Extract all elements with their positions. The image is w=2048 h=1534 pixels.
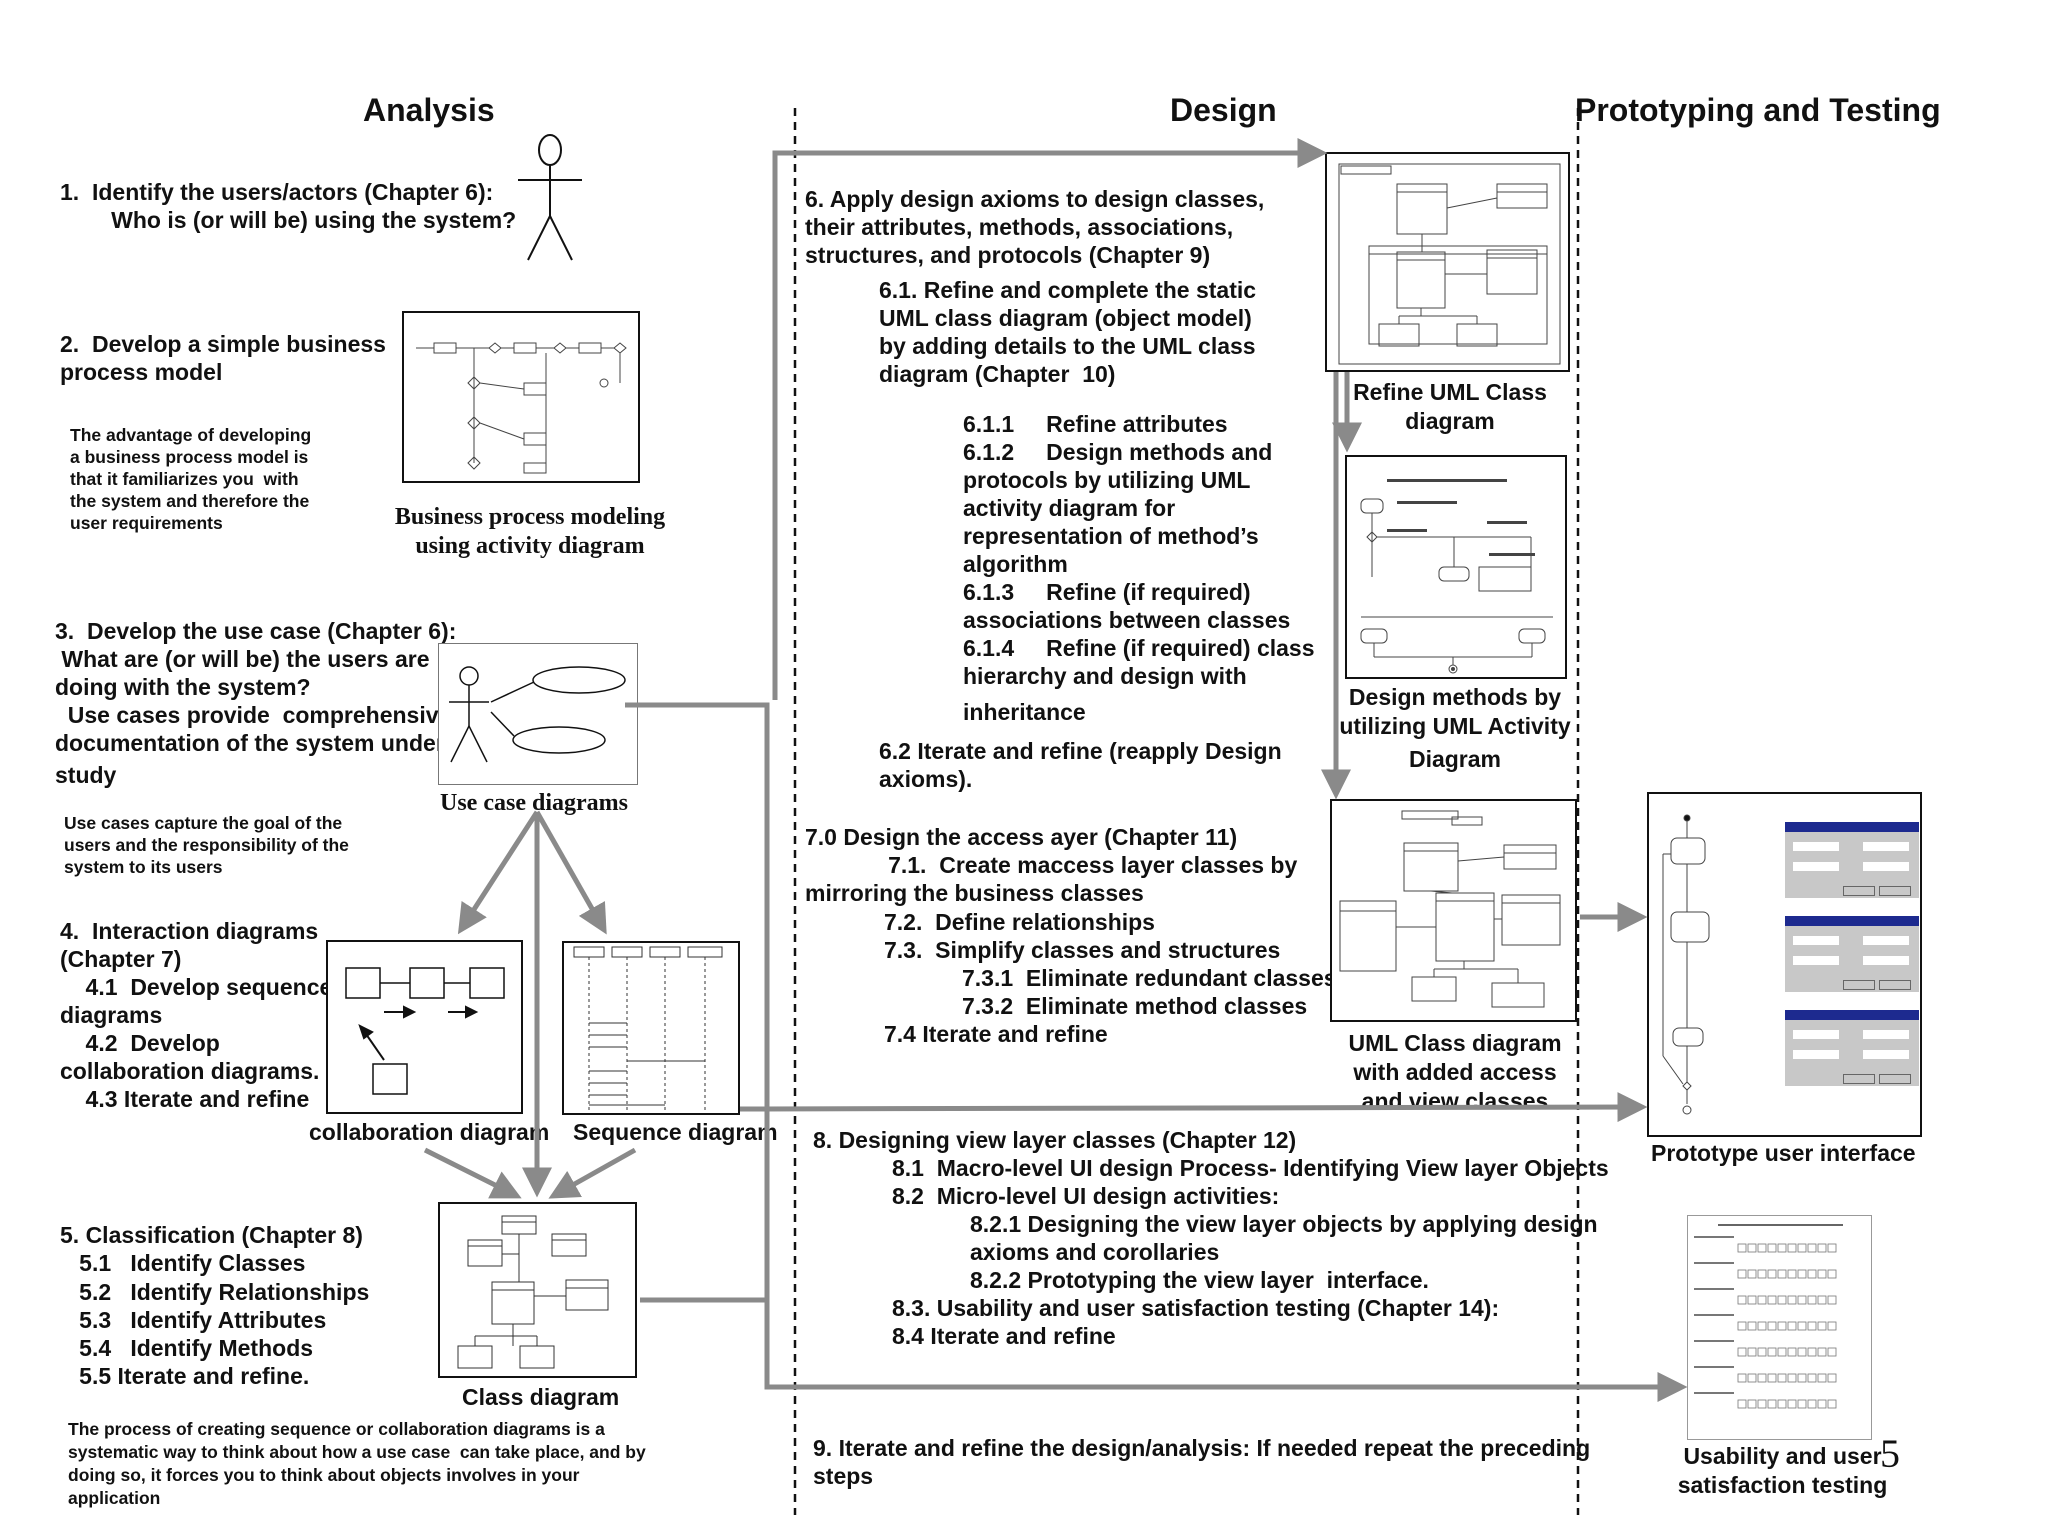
step8-items: 8.1 Macro-level UI design Process- Ident… bbox=[892, 1155, 1609, 1209]
step6-1-text: 6.1. Refine and complete the static UML … bbox=[879, 277, 1257, 387]
step9-text: 9. Iterate and refine the design/analysi… bbox=[813, 1435, 1591, 1489]
business-process-diagram bbox=[402, 311, 640, 483]
step8-2-subitems: 8.2.1 Designing the view layer objects b… bbox=[970, 1211, 1598, 1293]
step2-text: 2. Develop a simple business process mod… bbox=[60, 331, 386, 385]
methods-caption-line2: Diagram bbox=[1408, 746, 1502, 772]
usability-questionnaire-figure bbox=[1687, 1215, 1872, 1440]
step7-items: 7.2. Define relationships 7.3. Simplify … bbox=[884, 909, 1281, 963]
access-view-caption: UML Class diagram with added access and … bbox=[1348, 1030, 1562, 1114]
use-case-caption: Use case diagrams bbox=[440, 790, 628, 816]
step6-2-text: 6.2 Iterate and refine (reapply Design a… bbox=[879, 738, 1282, 792]
arrow-sequence-class bbox=[548, 1147, 637, 1199]
step1-text: 1. Identify the users/actors (Chapter 6)… bbox=[60, 179, 517, 233]
business-process-caption: Business process modeling using activity… bbox=[394, 504, 666, 559]
step3-note: Use cases capture the goal of the users … bbox=[64, 813, 349, 877]
refine-uml-caption: Refine UML Class diagram bbox=[1353, 379, 1547, 434]
step7-heading: 7.0 Design the access ayer (Chapter 11) … bbox=[805, 824, 1298, 906]
refine-uml-class-figure bbox=[1325, 152, 1570, 372]
step3-line-3: doing with the system? bbox=[55, 674, 311, 700]
arrow-collab-class bbox=[423, 1147, 522, 1199]
step6-1-subitems: 6.1.1 Refine attributes 6.1.2 Design met… bbox=[963, 411, 1315, 689]
step3-line-2: What are (or will be) the users are bbox=[55, 646, 430, 672]
closing-note: The process of creating sequence or coll… bbox=[68, 1419, 646, 1508]
step2-note: The advantage of developing a business p… bbox=[70, 425, 312, 533]
step4-text: 4. Interaction diagrams (Chapter 7) 4.1 … bbox=[60, 918, 333, 1112]
step6-1-inheritance: inheritance bbox=[963, 699, 1086, 725]
prototyping-heading: Prototyping and Testing bbox=[1575, 92, 1941, 128]
arrow-usecase-sequence bbox=[534, 810, 607, 935]
methods-caption-line1: Design methods by utilizing UML Activity bbox=[1339, 684, 1571, 739]
ui-form-1 bbox=[1785, 822, 1919, 898]
step3-line-4: Use cases provide comprehensive bbox=[55, 702, 452, 728]
access-view-class-figure bbox=[1330, 799, 1577, 1022]
ui-form-3 bbox=[1785, 1010, 1919, 1086]
step5-text: 5. Classification (Chapter 8) 5.1 Identi… bbox=[60, 1222, 370, 1390]
sequence-diagram bbox=[562, 941, 740, 1115]
arrow-usecase-collab bbox=[457, 810, 540, 935]
class-diagram bbox=[438, 1202, 637, 1378]
ui-form-2 bbox=[1785, 916, 1919, 992]
collaboration-diagram bbox=[326, 940, 523, 1114]
step3-line-6: study bbox=[55, 762, 117, 788]
actor-icon bbox=[518, 134, 582, 261]
step7-4-text: 7.4 Iterate and refine bbox=[884, 1021, 1108, 1047]
page-number: 5 bbox=[1880, 1431, 1900, 1476]
method-activity-figure bbox=[1345, 455, 1567, 679]
step3-line-5: documentation of the system under bbox=[55, 730, 445, 756]
analysis-heading: Analysis bbox=[363, 92, 495, 128]
step7-3-subitems: 7.3.1 Eliminate redundant classes 7.3.2 … bbox=[962, 965, 1337, 1019]
step6-text: 6. Apply design axioms to design classes… bbox=[805, 186, 1265, 268]
class-diagram-caption: Class diagram bbox=[462, 1384, 620, 1410]
sequence-caption: Sequence diagram bbox=[573, 1119, 778, 1145]
usability-caption: Usability and user satisfaction testing bbox=[1677, 1443, 1888, 1498]
prototype-caption: Prototype user interface bbox=[1651, 1140, 1916, 1166]
design-heading: Design bbox=[1170, 92, 1277, 128]
step8-heading: 8. Designing view layer classes (Chapter… bbox=[813, 1127, 1297, 1153]
prototype-ui-figure bbox=[1647, 792, 1922, 1137]
use-case-diagram bbox=[438, 643, 638, 785]
step8-tail: 8.3. Usability and user satisfaction tes… bbox=[892, 1295, 1500, 1349]
step3-line-1: 3. Develop the use case (Chapter 6): bbox=[55, 618, 457, 644]
collaboration-caption: collaboration diagram bbox=[309, 1119, 550, 1145]
